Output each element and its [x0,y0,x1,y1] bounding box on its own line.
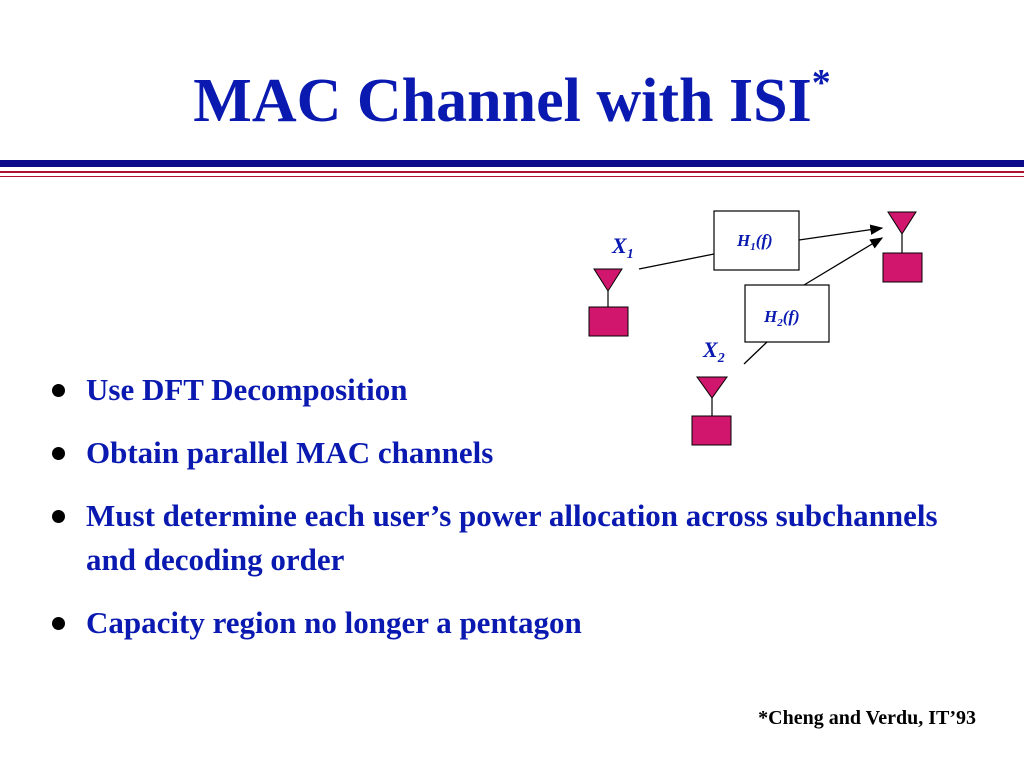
receiver-antenna-icon [882,211,923,283]
x1-label: X1 [611,233,634,262]
title-rule-red-1 [0,171,1024,173]
h2-label: H2(f) [763,307,800,329]
h1-label: H1(f) [736,231,773,253]
bullet-text: Obtain parallel MAC channels [86,435,494,470]
x2-label: X2 [702,337,725,366]
bullet-text: Capacity region no longer a pentagon [86,605,582,640]
h2-filter-block [744,284,830,343]
bullet-dot-icon [52,617,65,630]
bullet-text: Use DFT Decomposition [86,372,408,407]
bullet-text: Must determine each user’s power allocat… [86,498,938,577]
title-footnote-marker: * [811,62,831,104]
title-rule-blue [0,160,1024,167]
x1-to-h1-line [638,253,715,270]
title-rule-red-2 [0,176,1024,177]
tx1-antenna-icon [588,268,629,337]
bullet-item: Capacity region no longer a pentagon [48,601,988,645]
bullet-dot-icon [52,384,65,397]
bullet-item: Must determine each user’s power allocat… [48,494,988,582]
bullet-item: Obtain parallel MAC channels [48,431,988,475]
tx2-antenna-icon [691,376,732,446]
h1-to-receiver-arrow [798,224,884,241]
x2-to-h2-line [743,341,768,365]
bullet-dot-icon [52,510,65,523]
h2-to-receiver-arrow [803,237,884,286]
bullet-list: Use DFT Decomposition Obtain parallel MA… [48,368,988,664]
bullet-dot-icon [52,447,65,460]
page-title: MAC Channel with ISI* [0,64,1024,135]
bullet-item: Use DFT Decomposition [48,368,988,412]
h1-filter-block [713,210,800,271]
title-text: MAC Channel with ISI [193,67,812,135]
citation-footnote: *Cheng and Verdu, IT’93 [758,707,976,729]
